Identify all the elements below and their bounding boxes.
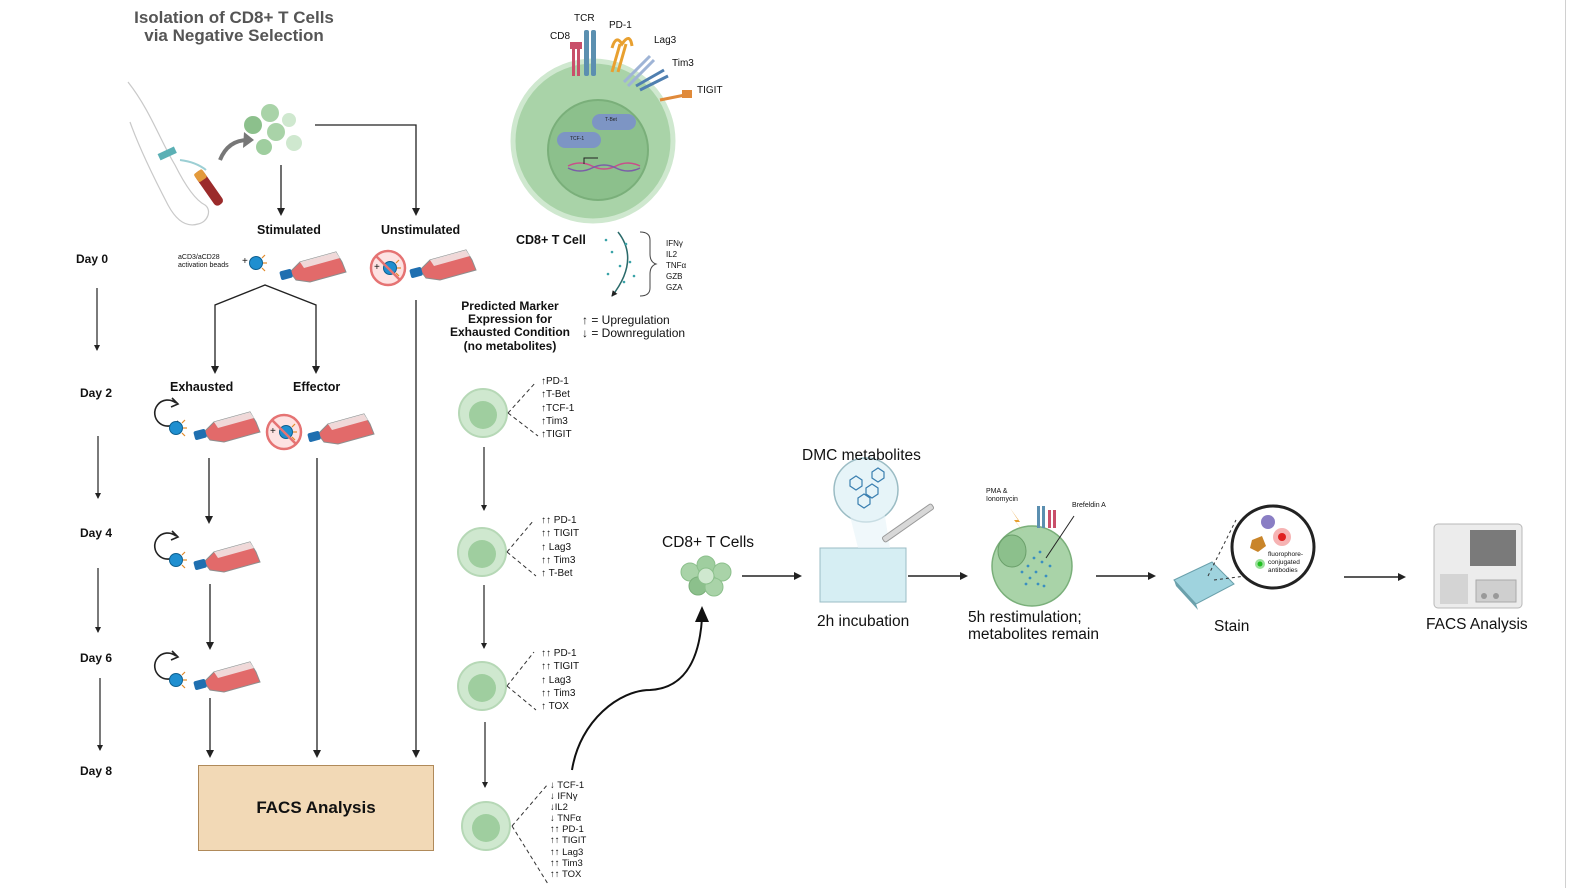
blood-cells-cluster (244, 104, 302, 155)
nuclear-label: TCF-1 (570, 136, 585, 142)
marker-item: ↓ TNFα (550, 813, 582, 825)
marker-item: ↑↑ Lag3 (550, 846, 584, 858)
day-label: Day 8 (80, 764, 113, 778)
workflow-restim-label: 5h restimulation; metabolites remain (968, 609, 1099, 643)
marker-item: ↑TCF-1 (541, 402, 575, 414)
marker-group-day6: ↑↑ PD-1 ↑↑ TIGIT ↑ Lag3 ↑↑ Tim3 ↑ TOX (541, 647, 579, 713)
marker-group-day8: ↓ TCF-1 ↓ IFNγ ↓IL2 ↓ TNFα ↑↑ PD-1 ↑↑ TI… (550, 780, 586, 880)
marker-item: ↑↑ TOX (550, 868, 582, 880)
workflow-cells-label: CD8+ T Cells (662, 534, 755, 551)
marker-item: ↓IL2 (550, 802, 568, 814)
workflow-incubation-label: 2h incubation (817, 613, 910, 630)
marker-group-day2: ↑PD-1 ↑T-Bet ↑TCF-1 ↑Tim3 ↑TIGIT (541, 375, 574, 441)
pma-label: PMA & Ionomycin (986, 488, 1018, 504)
marker-item: ↑T-Bet (541, 389, 570, 401)
plus-sign-effector: + (270, 426, 276, 437)
legend-down: ↓ = Downregulation (582, 326, 686, 340)
plus-sign-day0: + (242, 256, 248, 267)
restimulated-cell (991, 506, 1075, 607)
plus-sign-unstim: + (374, 262, 380, 273)
pma-line: PMA & (986, 488, 1008, 495)
facs-box-label: FACS Analysis (256, 798, 376, 817)
legend-heading-line: (no metabolites) (463, 338, 557, 353)
facs-analysis-box: FACS Analysis (198, 765, 434, 851)
cytokine: GZA (666, 283, 683, 292)
antibody-label: fluorophore- conjugated antibodies (1268, 551, 1303, 575)
day-label: Day 2 (80, 386, 113, 400)
receptor-label: TCR (574, 13, 595, 24)
day-label: Day 0 (76, 252, 109, 266)
arm-blood-draw (127, 81, 254, 226)
beads-label: aCD3/aCD28 activation beads (178, 254, 229, 270)
day-label: Day 4 (80, 526, 113, 540)
flow-cytometer-machine (1433, 523, 1523, 609)
marker-item: ↑ Lag3 (541, 541, 572, 553)
cytokine-list: IFNγ IL2 TNFα GZB GZA (666, 238, 686, 293)
marker-item: ↑ TOX (541, 701, 569, 713)
antibody-line: fluorophore- (1268, 551, 1304, 558)
receptor-label: CD8 (550, 31, 571, 42)
legend-heading-line: Expression for (467, 312, 553, 327)
label-exhausted: Exhausted (170, 380, 234, 394)
marker-item: ↑↑ TIGIT (550, 835, 587, 847)
workflow-facs-label: FACS Analysis (1426, 616, 1528, 633)
incubation-plate (819, 457, 935, 603)
workflow-stain-label: Stain (1214, 618, 1250, 635)
legend-heading: Predicted Marker Expression for Exhauste… (449, 299, 571, 353)
marker-item: ↑↑ Tim3 (550, 857, 583, 869)
cell-name: CD8+ T Cell (516, 233, 586, 247)
receptor-label: PD-1 (609, 20, 632, 31)
marker-item: ↑↑ Tim3 (541, 554, 576, 566)
marker-item: ↑↑ TIGIT (541, 661, 580, 673)
receptor-label: Tim3 (672, 58, 694, 69)
title-line-2: via Negative Selection (144, 26, 324, 45)
receptor-label: TIGIT (697, 85, 723, 96)
marker-item: ↑Tim3 (541, 415, 568, 427)
label-effector: Effector (293, 380, 341, 394)
pma-line: Ionomycin (986, 496, 1018, 503)
figure-title: Isolation of CD8+ T Cells via Negative S… (118, 9, 350, 45)
antibody-line: conjugated (1268, 559, 1300, 566)
cytokine: IFNγ (666, 239, 683, 248)
marker-item: ↑PD-1 (541, 376, 569, 387)
stain-plate (1173, 504, 1316, 610)
marker-item: ↑TIGIT (541, 429, 572, 441)
label-unstimulated: Unstimulated (381, 223, 461, 237)
right-divider (1565, 0, 1566, 888)
legend-heading-line: Predicted Marker (461, 299, 559, 313)
receptor-label: Lag3 (654, 35, 677, 46)
cytokine: IL2 (666, 250, 678, 259)
label-stimulated: Stimulated (257, 223, 321, 237)
marker-item: ↑↑ Tim3 (541, 687, 576, 699)
marker-item: ↓ TCF-1 (550, 780, 585, 791)
restim-line: 5h restimulation; (968, 609, 1082, 626)
marker-group-day4: ↑↑ PD-1 ↑↑ TIGIT ↑ Lag3 ↑↑ Tim3 ↑ T-Bet (541, 514, 579, 580)
marker-item: ↑↑ PD-1 (541, 515, 577, 526)
restim-line: metabolites remain (968, 626, 1099, 643)
beads-label-line-1: aCD3/aCD28 (178, 254, 220, 261)
marker-item: ↑ Lag3 (541, 674, 572, 686)
marker-item: ↑ T-Bet (541, 568, 573, 580)
cd8-t-cell-diagram (510, 30, 692, 297)
brefeldin-label: Brefeldin A (1072, 502, 1106, 509)
cytokine: GZB (666, 272, 683, 281)
nuclear-label: T-Bet (605, 117, 617, 123)
legend-up: ↑ = Upregulation (582, 313, 670, 327)
marker-item: ↑↑ PD-1 (550, 824, 584, 836)
title-line-1: Isolation of CD8+ T Cells (134, 8, 334, 27)
day-label: Day 6 (80, 651, 113, 665)
cd8-cell-cluster (680, 555, 732, 597)
marker-item: ↑↑ PD-1 (541, 648, 577, 659)
antibody-line: antibodies (1268, 567, 1298, 574)
workflow-metabolites-label: DMC metabolites (802, 447, 921, 464)
cytokine: TNFα (666, 261, 687, 270)
marker-item: ↓ IFNγ (550, 791, 578, 803)
legend-heading-line: Exhausted Condition (450, 325, 570, 340)
marker-item: ↑↑ TIGIT (541, 528, 580, 540)
beads-label-line-2: activation beads (178, 262, 229, 269)
